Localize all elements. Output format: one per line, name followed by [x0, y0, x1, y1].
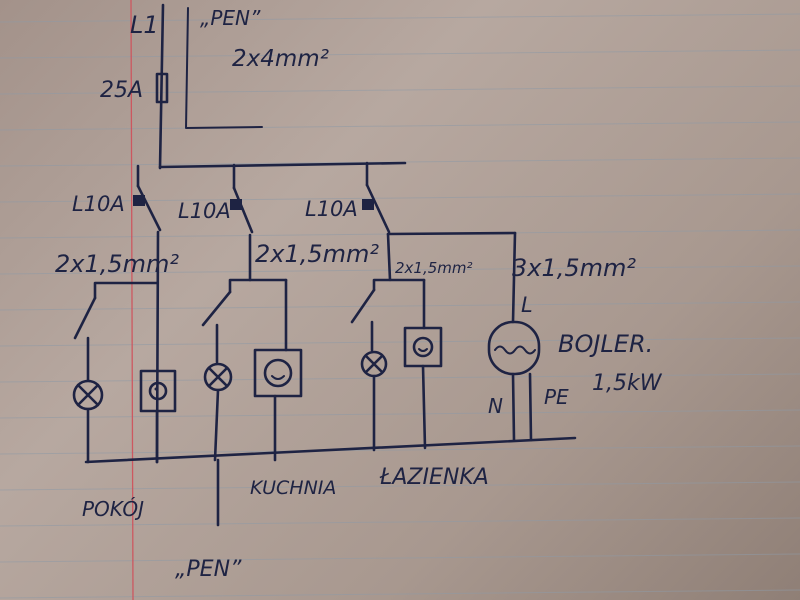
label-fuse-main: 25A	[100, 78, 143, 103]
label-room-3: ŁAZIENKA	[379, 465, 489, 490]
label-cable-3: 2x1,5mm²	[395, 259, 473, 277]
label-cable-1: 2x1,5mm²	[55, 250, 179, 278]
label-boiler-n: N	[488, 394, 503, 418]
label-boiler-l: L	[521, 293, 533, 317]
circuit-lazienka	[350, 278, 443, 452]
main-feed	[155, 3, 407, 170]
label-cable-main: 2x4mm²	[232, 46, 329, 72]
main-fuse-symbol	[155, 72, 169, 104]
label-room-1: POKÓJ	[82, 497, 144, 521]
label-cable-4: 3x1,5mm²	[512, 254, 636, 282]
margin-line	[130, 0, 134, 600]
socket-3-icon	[403, 326, 443, 368]
label-boiler-name: BOJLER.	[558, 330, 653, 358]
label-breaker-1: L10A	[72, 192, 125, 216]
circuit-pokoj	[72, 281, 177, 464]
label-cable-2: 2x1,5mm²	[255, 240, 379, 268]
socket-2-icon	[253, 348, 303, 398]
label-breaker-2: L10A	[178, 199, 231, 223]
label-pen-bottom: „PEN”	[175, 557, 242, 582]
label-room-2: KUCHNIA	[250, 477, 336, 499]
circuit-kuchnia	[201, 278, 303, 462]
breaker-2-symbol	[230, 163, 254, 282]
label-boiler-power: 1,5kW	[592, 371, 663, 396]
label-pen-top: „PEN”	[200, 6, 261, 30]
neutral-bus	[84, 436, 577, 527]
circuit-boiler	[487, 231, 541, 442]
label-breaker-3: L10A	[305, 197, 358, 221]
label-boiler-pe: PE	[544, 385, 569, 409]
breaker-3-symbol	[362, 161, 517, 282]
label-l1: L1	[130, 11, 159, 39]
